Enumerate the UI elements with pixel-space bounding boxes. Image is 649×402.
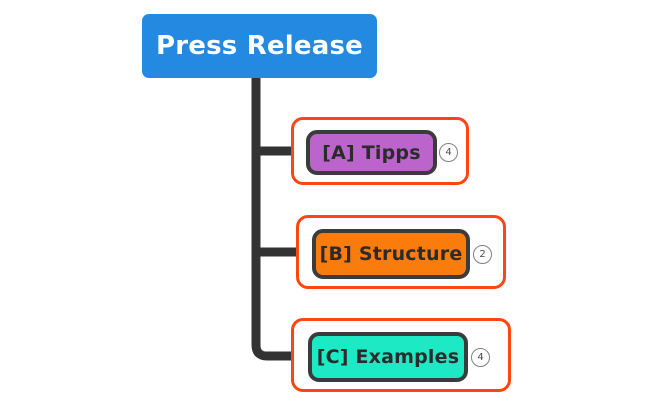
child-node-c[interactable]: [C] Examples 4 bbox=[291, 318, 511, 392]
root-node[interactable]: Press Release bbox=[142, 14, 377, 78]
child-node-a-label: [A] Tipps bbox=[322, 141, 421, 164]
child-node-a-badge: 4 bbox=[439, 143, 458, 162]
child-node-a[interactable]: [A] Tipps 4 bbox=[291, 117, 469, 185]
child-node-c-label: [C] Examples bbox=[316, 346, 460, 368]
child-node-a-box[interactable]: [A] Tipps bbox=[306, 130, 437, 175]
child-node-c-box[interactable]: [C] Examples bbox=[308, 332, 468, 382]
child-node-b-label: [B] Structure bbox=[319, 243, 463, 265]
child-node-c-badge: 4 bbox=[471, 348, 490, 367]
child-node-b[interactable]: [B] Structure 2 bbox=[296, 215, 506, 289]
child-node-b-badge: 2 bbox=[473, 245, 492, 264]
root-node-label: Press Release bbox=[156, 31, 363, 61]
child-node-b-box[interactable]: [B] Structure bbox=[312, 229, 470, 279]
